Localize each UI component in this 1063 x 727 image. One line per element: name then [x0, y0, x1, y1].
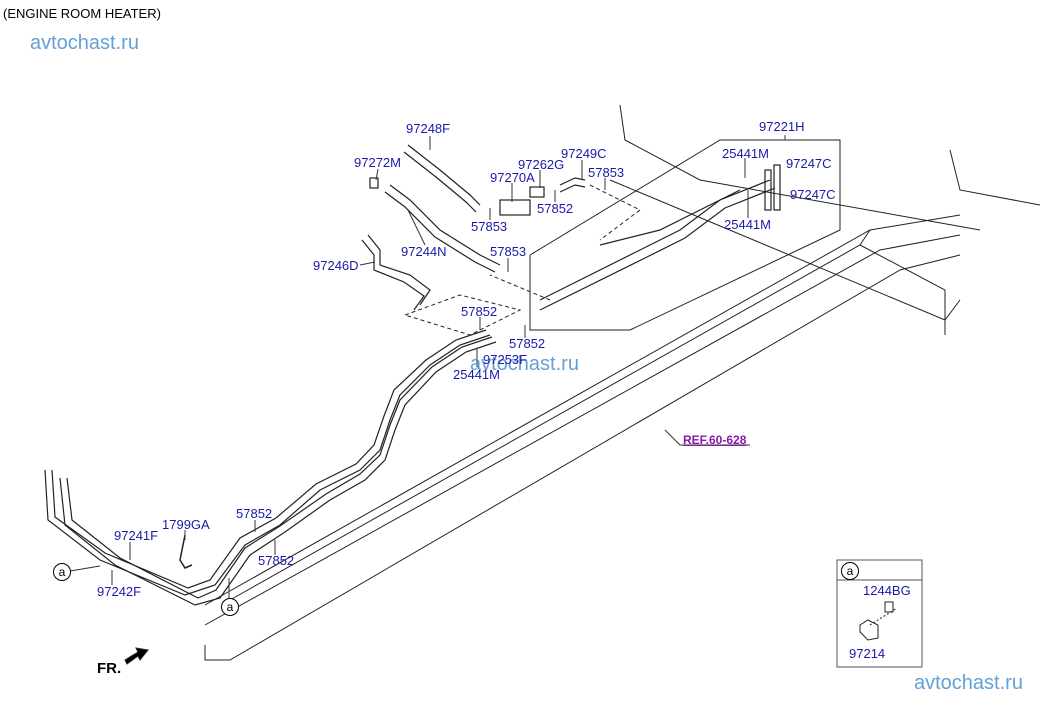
part-label[interactable]: 97241F	[114, 528, 159, 543]
inset-callout-a: a	[841, 562, 859, 580]
part-label[interactable]: 97242F	[97, 584, 142, 599]
part-label[interactable]: 97221H	[759, 119, 805, 134]
front-arrow	[124, 647, 149, 665]
part-label[interactable]: 97272M	[354, 155, 401, 170]
part-label[interactable]: 1799GA	[162, 517, 210, 532]
part-label[interactable]: 57852	[461, 304, 498, 319]
clip-1799GA	[179, 534, 193, 569]
heater-pipe-97241F	[44, 329, 497, 606]
watermark: avtochast.ru	[470, 353, 579, 375]
front-label: FR.	[97, 660, 122, 677]
part-label[interactable]: 97270A	[490, 170, 535, 185]
part-label[interactable]: 97248F	[406, 121, 451, 136]
part-label[interactable]: 97246D	[313, 258, 359, 273]
part-label[interactable]: 97249C	[561, 146, 607, 161]
ref-link[interactable]: REF.60-628	[683, 433, 747, 447]
part-label[interactable]: 1244BG	[863, 583, 911, 598]
part-label[interactable]: 57852	[258, 553, 295, 568]
inset-box	[836, 559, 923, 668]
watermark: avtochast.ru	[30, 32, 139, 54]
part-label[interactable]: 97244N	[401, 244, 447, 259]
part-label[interactable]: 57853	[588, 165, 625, 180]
diagram-title: (ENGINE ROOM HEATER)	[3, 6, 161, 21]
part-label[interactable]: 97262G	[518, 157, 565, 172]
part-label[interactable]: 97247C	[790, 187, 836, 202]
part-label[interactable]: 25441M	[722, 146, 769, 161]
part-label[interactable]: 57853	[471, 219, 508, 234]
part-label[interactable]: 25441M	[724, 217, 771, 232]
leader-boxes	[404, 184, 641, 336]
callout-a: a	[221, 598, 239, 616]
part-label[interactable]: 57852	[509, 336, 546, 351]
part-label[interactable]: 97253F	[483, 352, 528, 367]
part-label[interactable]: 57853	[490, 244, 527, 259]
part-label[interactable]: 25441M	[453, 367, 500, 382]
part-label[interactable]: 57852	[537, 201, 574, 216]
frame-rail	[204, 104, 1041, 661]
leader-lines	[69, 135, 786, 600]
bracket-box-97221H	[529, 139, 841, 331]
watermark: avtochast.ru	[914, 672, 1023, 694]
callout-a: a	[53, 563, 71, 581]
part-label[interactable]: 97247C	[786, 156, 832, 171]
part-label[interactable]: 57852	[236, 506, 273, 521]
rear-pipe-97221H	[539, 164, 781, 311]
part-label[interactable]: 97214	[849, 646, 886, 661]
